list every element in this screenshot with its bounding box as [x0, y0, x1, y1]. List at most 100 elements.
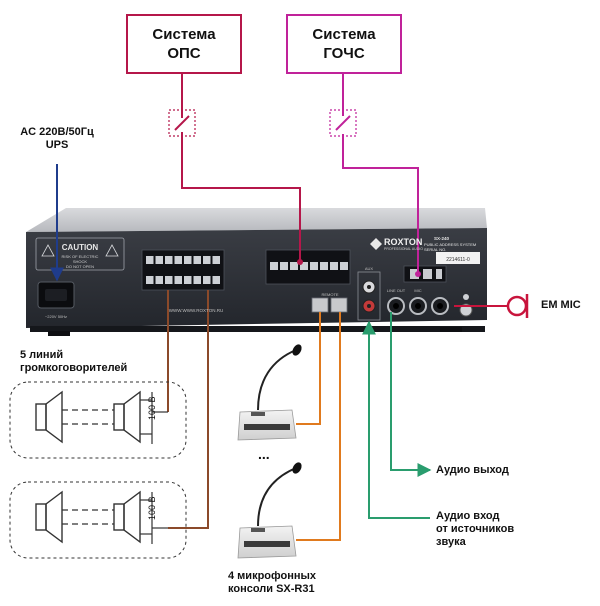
terminal-screw [193, 256, 201, 264]
voltage-label-2: 100 В [147, 496, 157, 520]
speaker-cables [167, 290, 209, 529]
terminal-screw [280, 262, 288, 270]
aux-section [357, 271, 381, 321]
warning-triangle-icon [105, 244, 119, 257]
caution-line-2: SHOCK [73, 259, 88, 264]
brand-name: ROXTON [384, 237, 422, 247]
terminal-screw [212, 276, 220, 284]
serial-sticker [436, 252, 480, 264]
remote-port-2 [330, 297, 348, 313]
terminal-screw [184, 276, 192, 284]
gochs-system-line-1: Система [312, 26, 376, 43]
gochs-switch [329, 109, 357, 137]
speaker-icon [113, 390, 141, 444]
speaker-group-2 [9, 481, 187, 559]
power-rating: ~220V 50Hz [45, 314, 67, 319]
console-cables [296, 312, 341, 541]
amplifier-device [26, 208, 487, 336]
em-mic-connection [454, 294, 529, 318]
caution-label [35, 237, 125, 271]
ops-connection [168, 72, 303, 265]
audio-in-label: Аудио вход от источников звука [436, 510, 514, 549]
terminal-screw [174, 276, 182, 284]
terminal-screw [146, 256, 154, 264]
terminal-screw [184, 256, 192, 264]
terminal-screw [320, 262, 328, 270]
speaker-icon [35, 390, 63, 444]
mic-head-icon [292, 344, 302, 356]
ops-switch [168, 109, 196, 137]
em-mic-label: EM MIC [541, 299, 581, 311]
gochs-system-box: Система ГОЧС [286, 14, 402, 74]
ops-system-box: Система ОПС [126, 14, 242, 74]
power-label-line-2: UPS [45, 139, 69, 151]
website: WWW.WWW.ROXTON.RU [169, 308, 223, 313]
brand-sub: PROFESSIONAL AUDIO [384, 247, 423, 251]
terminal-screw [212, 256, 220, 264]
speaker-group-outline [9, 381, 187, 459]
line-out-label: LINE OUT [387, 288, 406, 293]
gochs-switch-contact [335, 115, 351, 131]
terminal-screw [270, 262, 278, 270]
remote-port-1 [311, 297, 329, 313]
speaker-lines-label: 5 линий громкоговорителей [20, 349, 127, 375]
mic-icon [506, 295, 528, 317]
terminal-screw [165, 256, 173, 264]
serial-number: 2214611-0 [446, 257, 470, 263]
mic-console-1 [237, 344, 302, 441]
caution-line-3: DO NOT OPEN [66, 264, 94, 269]
speaker-group-1 [9, 381, 187, 459]
terminal-screw [310, 262, 318, 270]
terminal-screw [165, 276, 173, 284]
control-terminals [270, 262, 348, 270]
terminal-screw [193, 276, 201, 284]
terminal-screw [300, 262, 308, 270]
gochs-connection [329, 72, 421, 277]
ops-switch-contact [174, 115, 190, 131]
power-label: AC 220В/50Гц UPS [8, 126, 106, 152]
device-foot [440, 327, 462, 332]
audio-in-line-1: Аудио вход [436, 510, 500, 522]
mic-console-2 [237, 462, 302, 559]
speaker-icon [113, 490, 141, 544]
audio-in-line-3: звука [436, 536, 466, 548]
mic-head-icon [292, 462, 302, 474]
audio-in-connection [362, 320, 430, 519]
audio-in-line-2: от источников [436, 523, 515, 535]
gooseneck [257, 467, 297, 527]
model-desc-1: PUBLIC ADDRESS SYSTEM [424, 242, 476, 247]
power-inlet-socket [45, 289, 67, 301]
speaker-group-outline [9, 481, 187, 559]
remote-label: REMOTE [321, 292, 338, 297]
ground-screw [463, 294, 469, 300]
gooseneck [257, 349, 297, 411]
terminal-screw [203, 256, 211, 264]
console-ellipsis: ... [258, 446, 270, 462]
terminal-screw [146, 276, 154, 284]
aux-label: AUX [365, 266, 374, 271]
terminal-screw [155, 276, 163, 284]
model-desc-2: SERIAL NO. [424, 247, 446, 252]
consoles-label: 4 микрофонных консоли SX-R31 [228, 570, 316, 596]
ops-system-line-2: ОПС [167, 45, 201, 62]
device-text: CAUTION RISK OF ELECTRIC SHOCK DO NOT OP… [45, 236, 476, 319]
speaker-terminal-block [141, 249, 225, 291]
speaker-lines-line-2: громкоговорителей [20, 362, 128, 374]
audio-out-label: Аудио выход [436, 464, 509, 476]
consoles-label-line-2: консоли SX-R31 [228, 583, 315, 595]
speaker-icon [35, 490, 63, 544]
terminal-screw [203, 276, 211, 284]
consoles-label-line-1: 4 микрофонных [228, 570, 317, 582]
terminal-screw [340, 262, 348, 270]
mic-label: MIC [414, 288, 421, 293]
voltage-label-1: 100 В [147, 396, 157, 420]
speaker-lines-line-1: 5 линий [20, 349, 64, 361]
gochs-system-line-2: ГОЧС [323, 45, 365, 62]
ops-system-line-1: Система [152, 26, 216, 43]
terminal-screw [330, 262, 338, 270]
device-top-surface [26, 208, 487, 232]
roxton-logo-icon [370, 238, 382, 250]
terminal-screw [290, 262, 298, 270]
